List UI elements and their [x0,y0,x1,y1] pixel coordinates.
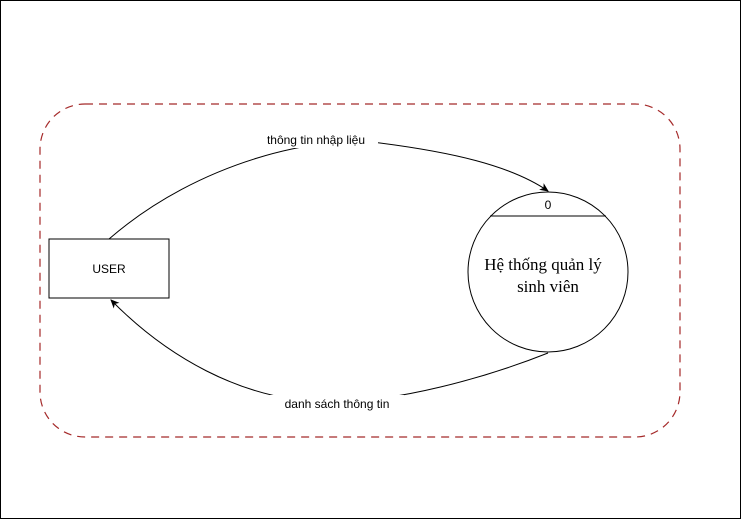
flow-label-bg [270,395,404,412]
process-label-line1: Hệ thống quản lý [484,255,602,274]
flow-label: danh sách thông tin [285,397,390,411]
system-boundary [39,103,681,438]
process-system[interactable]: 0 Hệ thống quản lý sinh viên [467,191,629,353]
process-circle [467,191,629,353]
flow-input-data[interactable]: thông tin nhập liệu [108,131,549,240]
process-number: 0 [545,198,552,212]
external-entity-user[interactable]: USER [48,238,170,299]
entity-label: USER [92,262,126,276]
process-label-line2: sinh viên [517,277,579,296]
flow-arrow-to-process [108,141,549,240]
flow-label-bg [252,131,378,148]
flow-label: thông tin nhập liệu [267,133,365,147]
flow-info-list[interactable]: danh sách thông tin [110,299,549,412]
entity-box [48,238,170,299]
